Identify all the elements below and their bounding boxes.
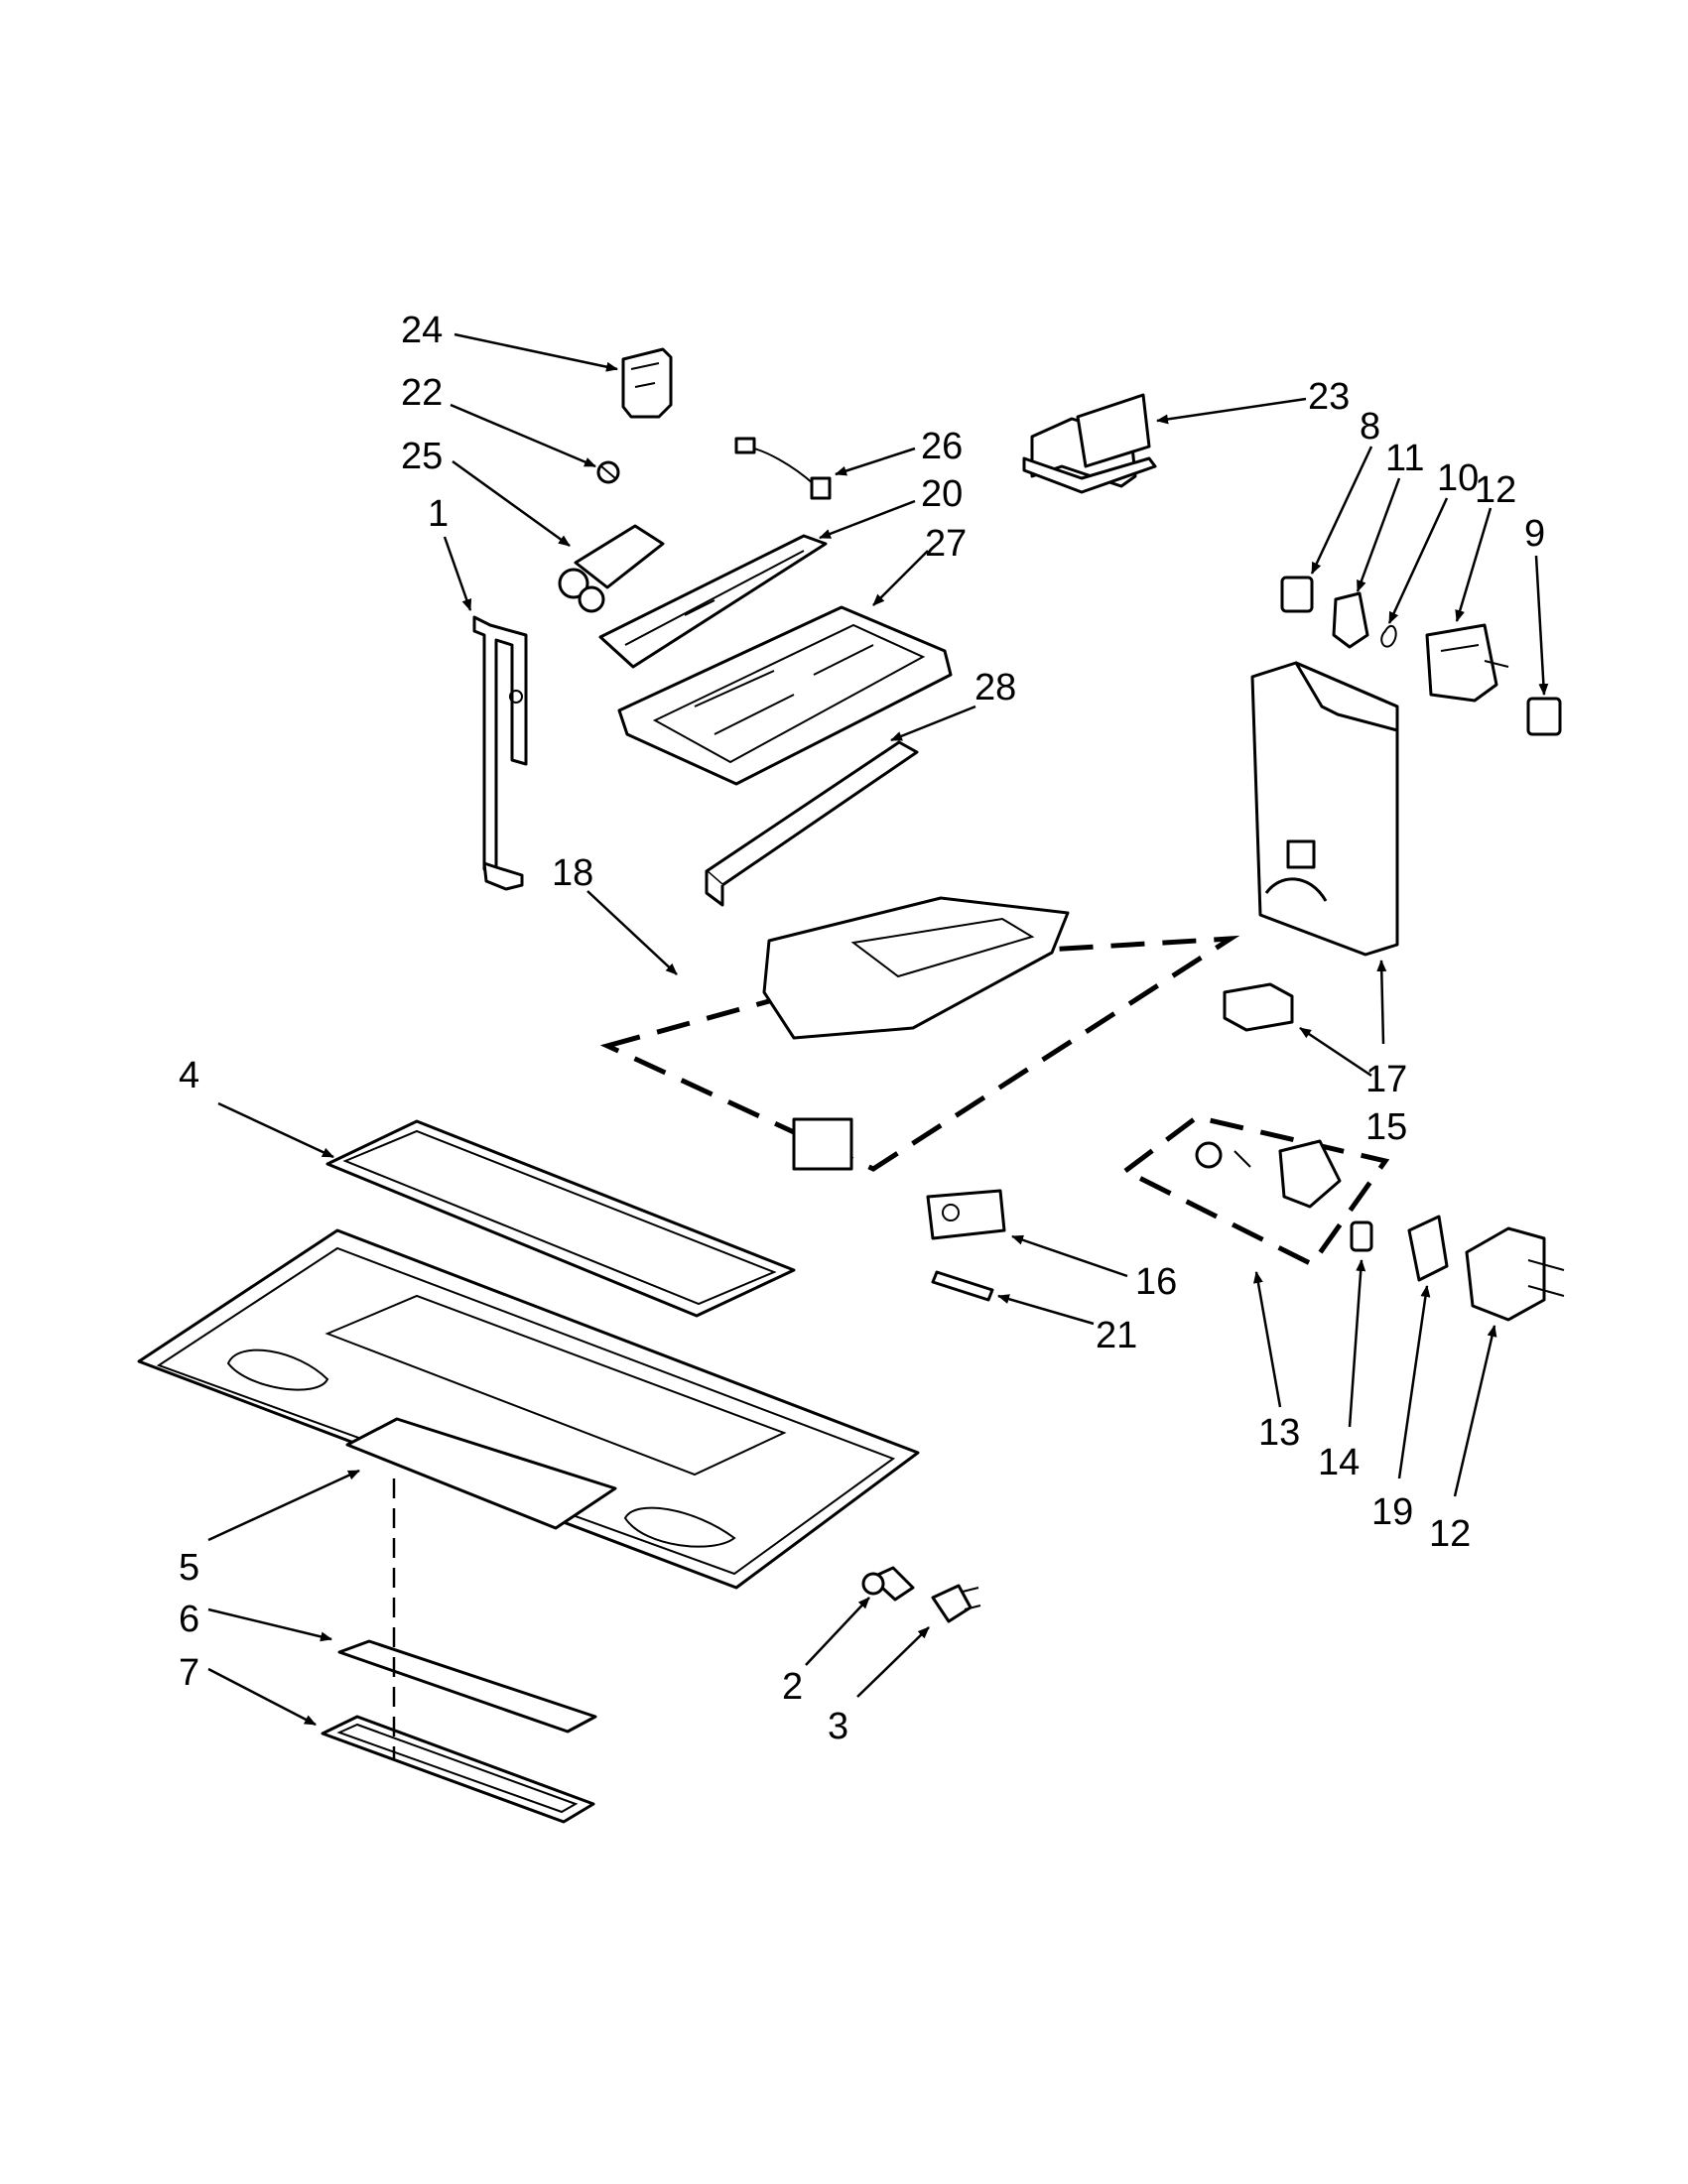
callout-16: 16 [1135, 1261, 1177, 1303]
callout-13: 13 [1258, 1412, 1300, 1454]
part-4-screen [325, 1119, 796, 1318]
callout-22: 22 [401, 372, 443, 414]
callout-12-top: 12 [1475, 469, 1516, 511]
part-8-switch [1280, 576, 1314, 613]
leader-20 [819, 499, 916, 540]
leader-7 [207, 1667, 317, 1727]
part-1-bracket [472, 615, 528, 891]
callout-labels: 24 22 25 1 26 20 27 28 18 23 8 11 10 12 … [179, 310, 1545, 1747]
part-13-kit [1120, 1114, 1390, 1268]
leader-5 [207, 1469, 360, 1542]
callout-18: 18 [552, 852, 593, 894]
part-10-spring [1380, 624, 1397, 648]
part-6-glass [337, 1639, 597, 1734]
callout-4: 4 [179, 1055, 199, 1096]
leader-2 [805, 1597, 870, 1666]
leader-18 [586, 890, 678, 975]
part-25-capacitor [558, 524, 665, 613]
part-22-clip [596, 460, 620, 484]
callout-7: 7 [179, 1652, 199, 1694]
part-26-sensor [734, 437, 832, 500]
leader-12a [1455, 507, 1493, 622]
part-11-lever [1332, 591, 1369, 649]
part-12-switch-top [1425, 623, 1509, 703]
part-24-bracket [621, 347, 673, 419]
leader-lines [207, 332, 1549, 1727]
callout-26: 26 [921, 426, 963, 467]
leader-8 [1310, 446, 1373, 575]
leader-28 [890, 705, 976, 742]
leader-24 [454, 332, 618, 372]
leader-9 [1534, 555, 1549, 696]
leader-1 [443, 536, 472, 611]
part-27-plate [617, 605, 953, 786]
callout-9: 9 [1524, 513, 1545, 555]
callout-6: 6 [179, 1599, 199, 1640]
callout-21: 21 [1096, 1315, 1137, 1356]
leader-12b [1453, 1325, 1497, 1497]
leader-13 [1252, 1271, 1282, 1408]
leader-25 [452, 459, 571, 548]
part-14-bulb [1350, 1220, 1373, 1252]
leader-23 [1156, 397, 1307, 425]
leader-3 [856, 1626, 930, 1698]
part-9-switch [1526, 697, 1562, 736]
callout-10: 10 [1437, 457, 1479, 499]
part-20-rail [598, 534, 828, 669]
part-16-board [926, 1189, 1006, 1240]
callout-20: 20 [921, 473, 963, 515]
part-21-fuse [931, 1270, 994, 1302]
callout-23: 23 [1308, 376, 1350, 418]
leader-21 [997, 1294, 1095, 1326]
leader-10 [1387, 497, 1449, 624]
part-18-assembly [599, 896, 1240, 1172]
callout-15: 15 [1365, 1106, 1407, 1148]
callout-19: 19 [1371, 1491, 1413, 1533]
callout-12-bottom: 12 [1429, 1513, 1471, 1555]
callout-11: 11 [1385, 438, 1424, 479]
part-7-frame [321, 1715, 595, 1824]
callout-14: 14 [1318, 1442, 1360, 1483]
part-2-socket [861, 1566, 915, 1602]
part-5-panel [137, 1228, 920, 1590]
callout-3: 3 [828, 1706, 848, 1747]
callout-27: 27 [925, 523, 967, 565]
leader-14 [1348, 1259, 1366, 1428]
leader-26 [835, 447, 916, 476]
callout-25: 25 [401, 436, 443, 477]
leader-27 [872, 550, 929, 606]
callout-1: 1 [428, 493, 449, 535]
leader-11 [1356, 477, 1401, 592]
callout-28: 28 [974, 667, 1016, 708]
leader-17 [1376, 960, 1387, 1045]
part-15-block [1223, 982, 1294, 1032]
part-19-switch [1407, 1215, 1449, 1282]
leader-16 [1011, 1234, 1128, 1278]
part-12-switch-bottom [1465, 1226, 1565, 1322]
callout-2: 2 [782, 1666, 803, 1708]
part-28-bar [705, 740, 919, 907]
callout-8: 8 [1360, 406, 1380, 448]
leader-15 [1299, 1026, 1372, 1078]
leader-4 [217, 1101, 334, 1159]
part-17-duct [1250, 661, 1399, 957]
part-23-transformer [1022, 393, 1157, 494]
leader-6 [207, 1607, 332, 1642]
leader-19 [1397, 1285, 1431, 1479]
leader-22 [450, 403, 596, 468]
callout-5: 5 [179, 1547, 199, 1589]
part-3-holder [931, 1584, 981, 1623]
callout-24: 24 [401, 310, 443, 351]
callout-17: 17 [1365, 1059, 1407, 1100]
